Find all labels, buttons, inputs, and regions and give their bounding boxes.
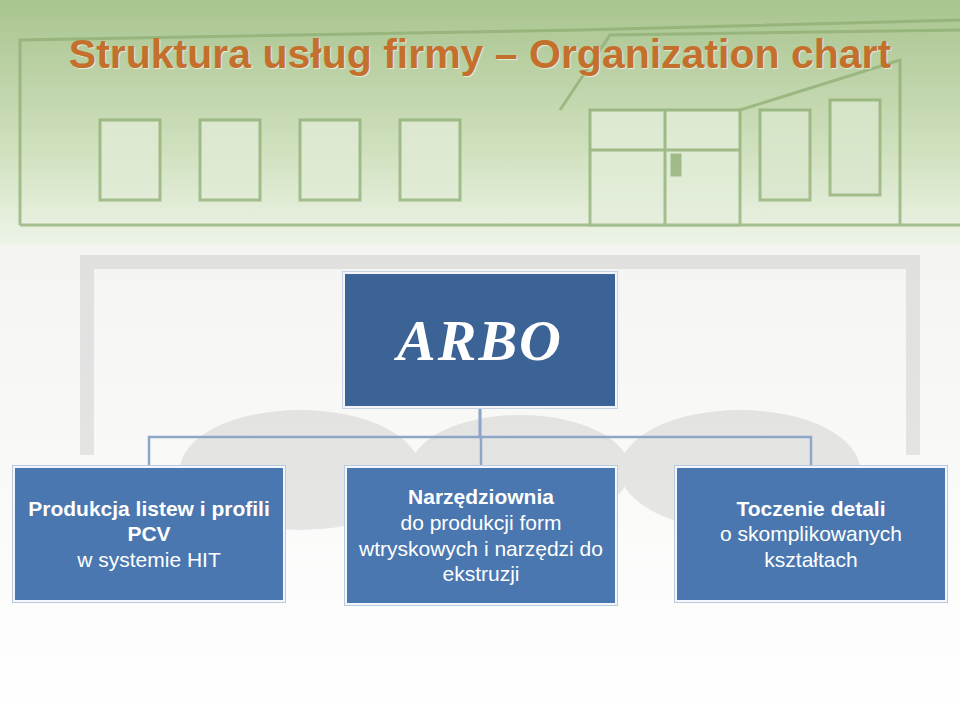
division-box: Produkcja listew i profili PCVw systemie… bbox=[13, 466, 285, 602]
company-name: ARBO bbox=[397, 307, 563, 374]
division-heading: Narzędziownia bbox=[408, 484, 554, 510]
building-sketch bbox=[20, 20, 960, 225]
org-connector bbox=[480, 408, 811, 466]
header-band bbox=[0, 0, 960, 245]
division-box: Toczenie detalio skomplikowanych kształt… bbox=[675, 466, 947, 602]
company-box: ARBO bbox=[343, 272, 617, 408]
org-connector bbox=[149, 408, 480, 466]
division-heading: Toczenie detali bbox=[737, 496, 886, 522]
chart-title: Struktura usług firmy – Organization cha… bbox=[40, 28, 920, 81]
division-body: w systemie HIT bbox=[77, 547, 221, 573]
page-ground bbox=[0, 245, 960, 717]
division-box: Narzędziowniado produkcji form wtryskowy… bbox=[345, 466, 617, 605]
division-body: do produkcji form wtryskowych i narzędzi… bbox=[357, 510, 605, 587]
division-heading: Produkcja listew i profili PCV bbox=[25, 496, 273, 547]
division-body: o skomplikowanych kształtach bbox=[687, 521, 935, 572]
